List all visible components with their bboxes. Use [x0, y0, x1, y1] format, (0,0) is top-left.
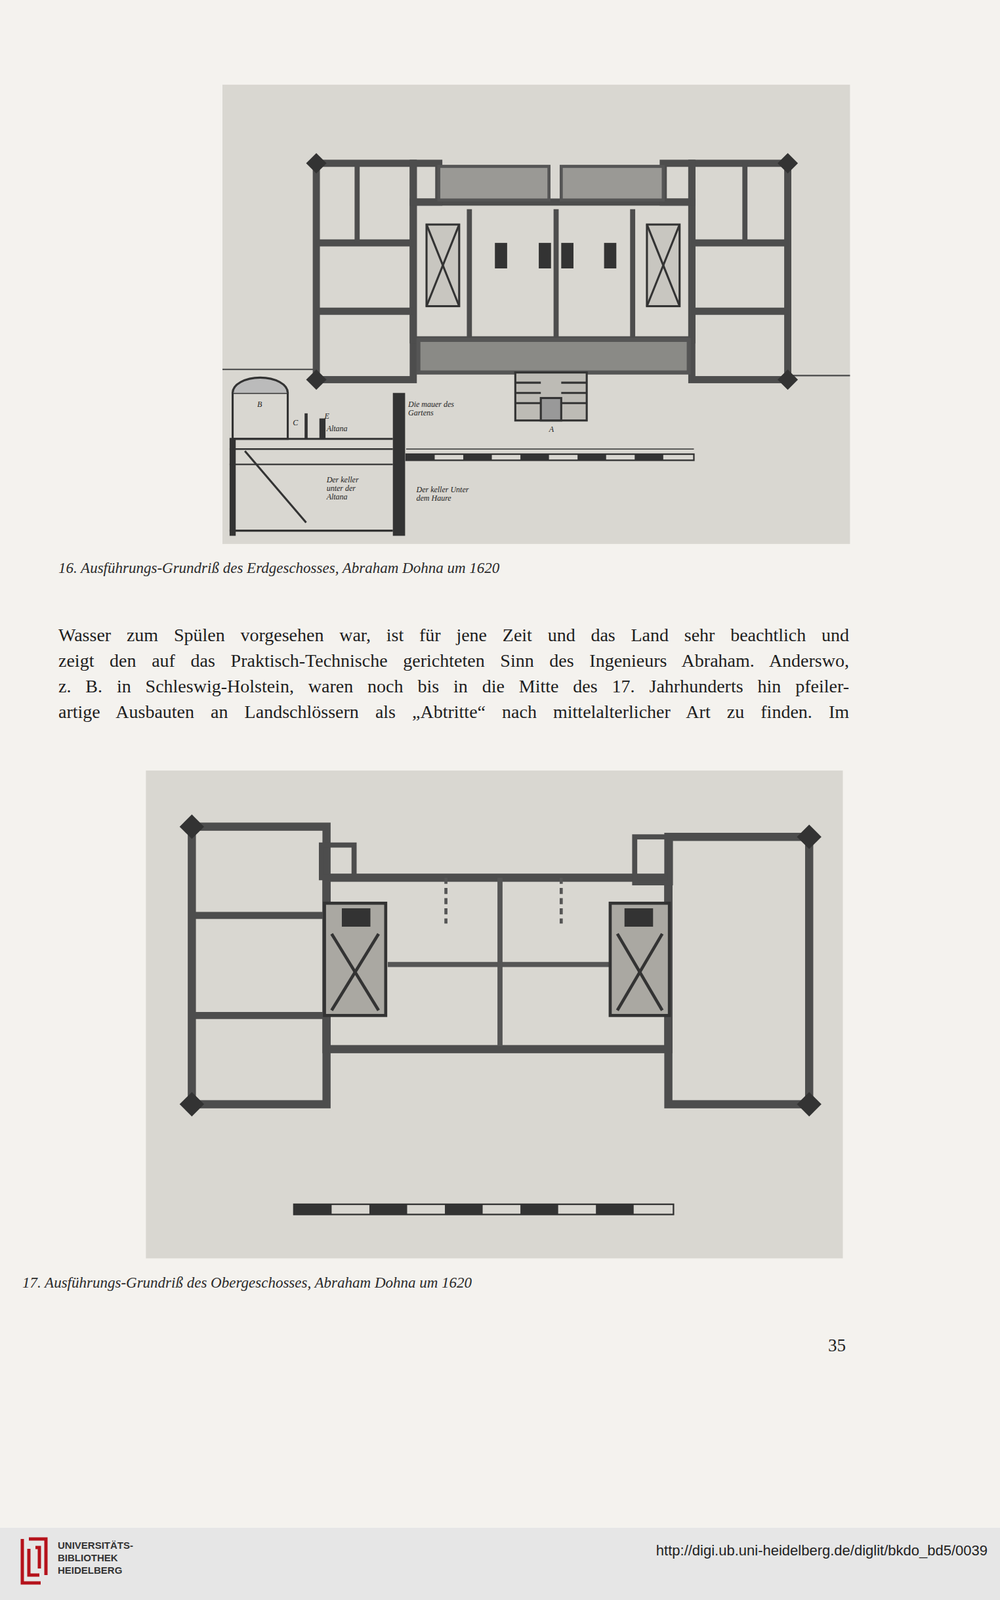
- body-text: zeigt den auf das Praktisch-Technische g…: [58, 648, 850, 673]
- figure-caption: 17. Ausführungs-Grundriß des Obergeschos…: [22, 1272, 472, 1293]
- body-text: artige Ausbauten an Landschlössern als „…: [58, 700, 850, 724]
- plan-letter: E: [324, 412, 330, 421]
- library-name: BIBLIOTHEK: [57, 1551, 119, 1564]
- page-number: 35: [828, 1334, 846, 1356]
- plan-letter: B: [257, 400, 262, 409]
- plan-note: Der keller Unter dem Haure: [416, 485, 476, 503]
- figure-caption: 16. Ausführungs-Grundriß des Erdgeschoss…: [58, 558, 500, 579]
- plan-note: Der keller unter der Altana: [326, 475, 375, 502]
- upper-floor-plan: [145, 770, 843, 1258]
- page-url: http://digi.ub.uni-heidelberg.de/diglit/…: [656, 1541, 988, 1560]
- plan-note: Altana: [326, 424, 348, 434]
- body-text: Wasser zum Spülen vorgesehen war, ist fü…: [58, 623, 850, 647]
- body-text: z. B. in Schleswig-Holstein, waren noch …: [58, 674, 850, 699]
- library-name: HEIDELBERG: [57, 1564, 123, 1577]
- plan-note: Die mauer des Gartens: [408, 400, 455, 418]
- library-logo: [22, 1538, 46, 1583]
- plan-letter: C: [292, 418, 298, 428]
- library-name: UNIVERSITÄTS-: [57, 1539, 134, 1552]
- footer-band: [0, 1527, 1000, 1600]
- ground-floor-plan: [222, 84, 850, 544]
- plan-letter: A: [549, 425, 554, 434]
